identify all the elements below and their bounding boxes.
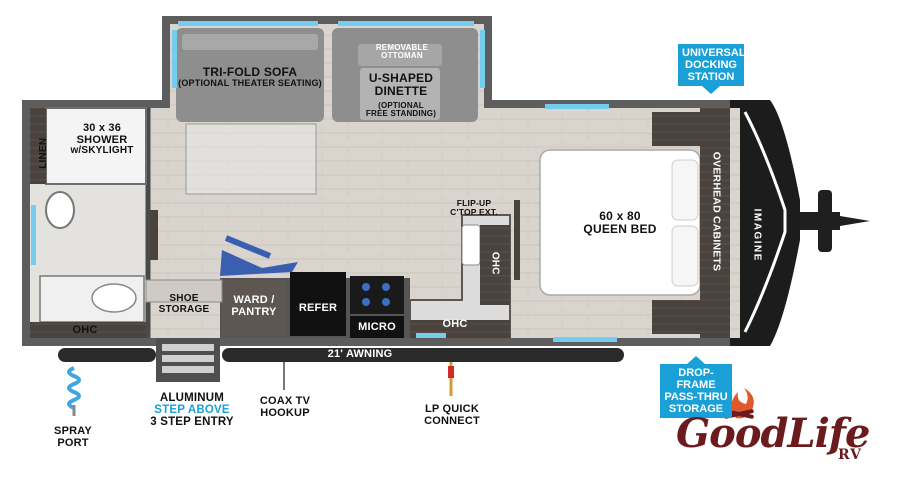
ward-pantry-box [222,280,286,336]
label-ohc-bath: OHC [72,324,98,336]
label-sofa: TRI-FOLD SOFA(OPTIONAL THEATER SEATING) [178,65,322,88]
label-ohc-kitchen-side: OHC [489,251,501,275]
ottoman [358,44,442,66]
window-slide-top-1 [178,21,318,26]
hitch [800,190,870,252]
bedroom-wall [514,200,520,280]
front-cap [730,100,800,346]
nightstand-bottom [652,300,700,334]
coffee-table [185,123,317,195]
window-slide-top-2 [338,21,474,26]
label-ohc-kitchen: OHC [442,318,468,330]
entry-steps [156,338,220,382]
bath-ohc [30,322,146,338]
window-bedroom-bottom [553,337,617,342]
microwave [350,316,404,338]
kitchen-ohc-side [480,225,510,305]
window-slide-left [172,30,177,88]
label-micro: MICRO [358,321,396,333]
label-awning: 21' AWNING [327,348,393,360]
label-ward-pantry: WARD /PANTRY [231,294,277,318]
refrigerator [290,272,346,336]
callout-universal-docking: UNIVERSAL DOCKING STATION [678,44,746,94]
sofa [176,28,324,122]
toilet [45,191,75,229]
kitchen [145,210,511,339]
hookups [67,362,454,416]
label-overhead-cabinets: OVERHEAD CABINETS [710,151,723,272]
bathroom [30,107,151,338]
kitchen-sink [461,224,481,266]
label-linen: LINEN [37,137,49,169]
shoe-storage-box [145,279,223,303]
overhead-cabinets [700,108,730,338]
slide-out [172,21,485,195]
label-brand-badge: IMAGINE [751,208,763,262]
window-bedroom-top [545,104,609,109]
nightstand-top [652,112,700,146]
theater-recliner [220,250,298,276]
goodlife-logo-rv: RV [838,447,862,463]
goodlife-logo-text: GoodLife [676,410,870,457]
label-refer: REFER [298,302,338,314]
spray-hose [67,366,81,410]
stove [350,276,404,314]
window-slide-right [480,30,485,88]
bedroom [514,104,730,342]
callout-drop-frame: DROP-FRAME PASS-THRU STORAGE [660,356,732,418]
window-bath [31,205,36,265]
linen-cabinet [30,108,46,184]
awning [58,348,624,362]
sink [91,283,137,313]
